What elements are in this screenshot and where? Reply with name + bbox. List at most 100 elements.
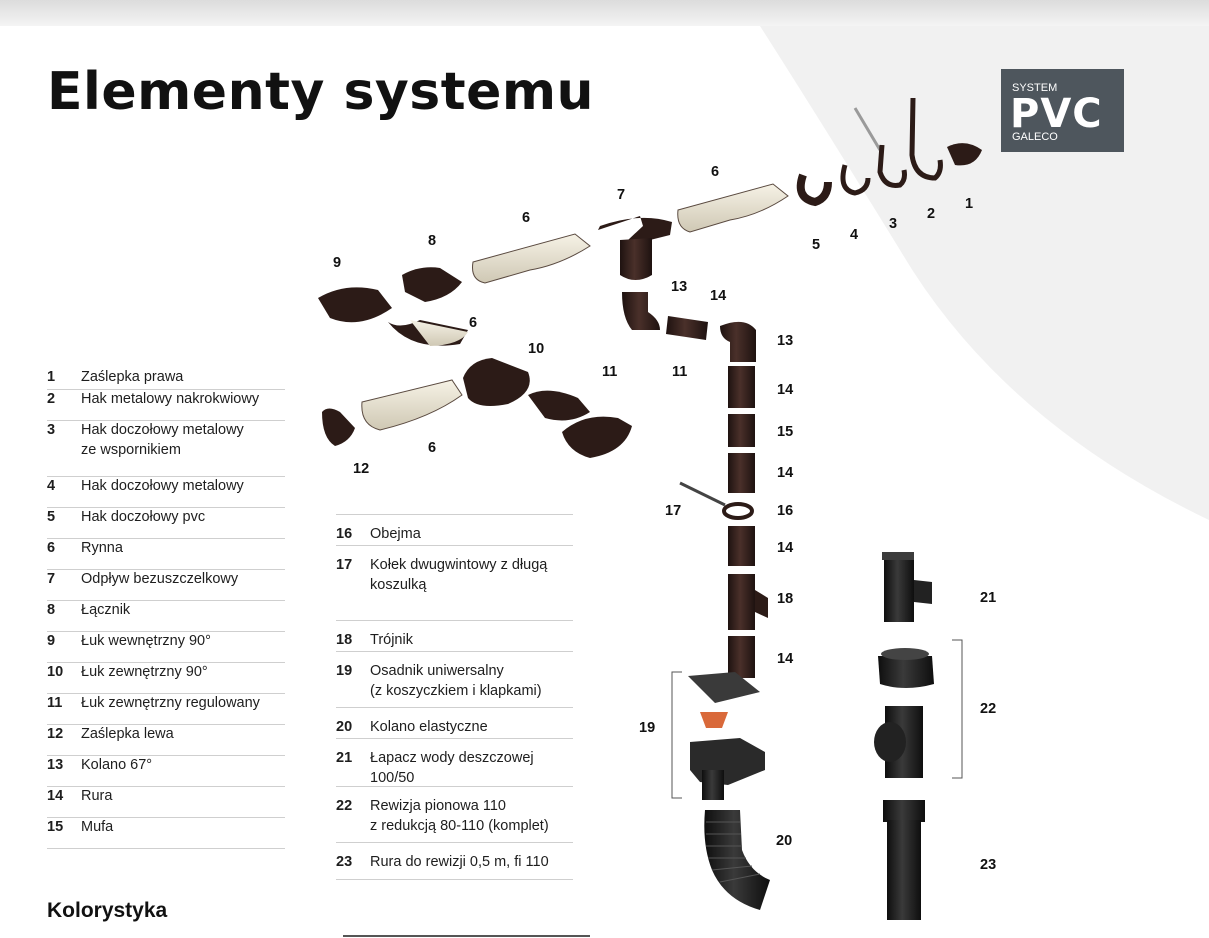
legend-number: 12: [47, 726, 64, 742]
label-6-top-right: 6: [711, 164, 719, 180]
legend-item: 19 Osadnik uniwersalny (z koszyczkiem i k…: [336, 652, 573, 708]
label-14-e: 14: [777, 651, 793, 667]
legend-number: 15: [47, 819, 64, 835]
label-1: 1: [965, 196, 973, 212]
legend-item: 23 Rura do rewizji 0,5 m, fi 110: [336, 843, 573, 880]
gutter-outlet: [598, 216, 672, 280]
legend-text: Łuk zewnętrzny regulowany: [81, 695, 260, 711]
label-14-b: 14: [777, 382, 793, 398]
label-17: 17: [665, 503, 681, 519]
label-22: 22: [980, 701, 996, 717]
hook-fascia-pvc: [796, 173, 832, 207]
revision-pipe: [874, 639, 963, 779]
downpipe-3: [728, 526, 755, 566]
label-14-c: 14: [777, 465, 793, 481]
label-18: 18: [777, 591, 793, 607]
legend-number: 17: [336, 557, 353, 573]
gutter-top-right: [677, 183, 789, 233]
flexible-elbow: [704, 810, 770, 910]
legend-text: Odpływ bezuszczelkowy: [81, 571, 239, 587]
label-15: 15: [777, 424, 793, 440]
legend-text: Trójnik: [370, 632, 413, 648]
legend-item: 18 Trójnik: [336, 621, 573, 652]
hook-rafter-metal: [909, 97, 943, 181]
downpipe-4: [728, 636, 755, 678]
label-4: 4: [850, 227, 858, 243]
pipe-short: [666, 316, 708, 340]
sediment-trap: [671, 671, 765, 800]
logo-line1: SYSTEM: [1012, 82, 1058, 94]
legend-text: Łapacz wody deszczowej 100/50: [370, 750, 534, 786]
legend-text: Hak metalowy nakrokwiowy: [81, 391, 260, 407]
legend-text: Osadnik uniwersalny (z koszyczkiem i kla…: [370, 663, 542, 699]
legend-item: 17 Kołek dwugwintowy z długą koszulką: [336, 546, 573, 621]
legend-item: 21 Łapacz wody deszczowej 100/50: [336, 739, 573, 787]
legend-number: 14: [47, 788, 64, 804]
pipe-clip: [679, 481, 754, 520]
legend-number: 7: [47, 571, 56, 587]
label-23: 23: [980, 857, 996, 873]
label-7: 7: [617, 187, 625, 203]
label-8: 8: [428, 233, 436, 249]
legend-text: Hak doczołowy metalowy: [81, 478, 244, 494]
label-2: 2: [927, 206, 935, 222]
legend-item: 8 Łącznik: [47, 601, 285, 632]
legend-text: Zaślepka prawa: [81, 369, 184, 385]
legend-text: Hak doczołowy pvc: [81, 509, 206, 525]
hook-fascia-bracket: [853, 107, 907, 188]
legend-text: Rynna: [81, 540, 123, 556]
legend-number: 3: [47, 422, 56, 438]
label-21: 21: [980, 590, 996, 606]
legend-number: 21: [336, 750, 353, 766]
legend-text: Łącznik: [81, 602, 131, 618]
legend-number: 18: [336, 632, 353, 648]
legend-number: 9: [47, 633, 56, 649]
top-bar: [0, 0, 1209, 26]
legend-text: Rura do rewizji 0,5 m, fi 110: [370, 854, 549, 870]
legend-text: Łuk zewnętrzny 90°: [81, 664, 208, 680]
legend-number: 19: [336, 663, 353, 679]
legend-text: Kołek dwugwintowy z długą koszulką: [370, 557, 548, 593]
label-3: 3: [889, 216, 897, 232]
outer-angle-90: [463, 358, 530, 406]
label-6-lower: 6: [428, 440, 436, 456]
legend-text: Obejma: [370, 526, 421, 542]
label-6-middle: 6: [469, 315, 477, 331]
gutter-middle: [388, 320, 468, 346]
legend-item: 12 Zaślepka lewa: [47, 725, 285, 756]
label-9: 9: [333, 255, 341, 271]
label-5: 5: [812, 237, 820, 253]
label-10: 10: [528, 341, 544, 357]
section-title-kolorystyka: Kolorystyka: [47, 899, 168, 922]
outer-angle-adjustable: [528, 390, 632, 458]
coupler: [728, 414, 755, 447]
legend-number: 8: [47, 602, 56, 618]
label-11-a: 11: [602, 364, 617, 380]
legend-number: 23: [336, 854, 353, 870]
legend-number: 11: [47, 695, 63, 711]
label-16: 16: [777, 503, 793, 519]
inner-angle-90: [318, 287, 392, 323]
legend-item: 4 Hak doczołowy metalowy: [47, 477, 285, 508]
label-6-top-middle: 6: [522, 210, 530, 226]
downpipe-1: [728, 366, 755, 408]
end-cap-right: [947, 143, 982, 166]
legend-number: 22: [336, 798, 353, 814]
elbow-67-lower: [720, 321, 756, 362]
legend-number: 4: [47, 478, 56, 494]
downpipe-2: [728, 453, 755, 493]
gutter-lower: [361, 379, 463, 431]
legend-text: Zaślepka lewa: [81, 726, 174, 742]
end-cap-left: [322, 408, 355, 446]
